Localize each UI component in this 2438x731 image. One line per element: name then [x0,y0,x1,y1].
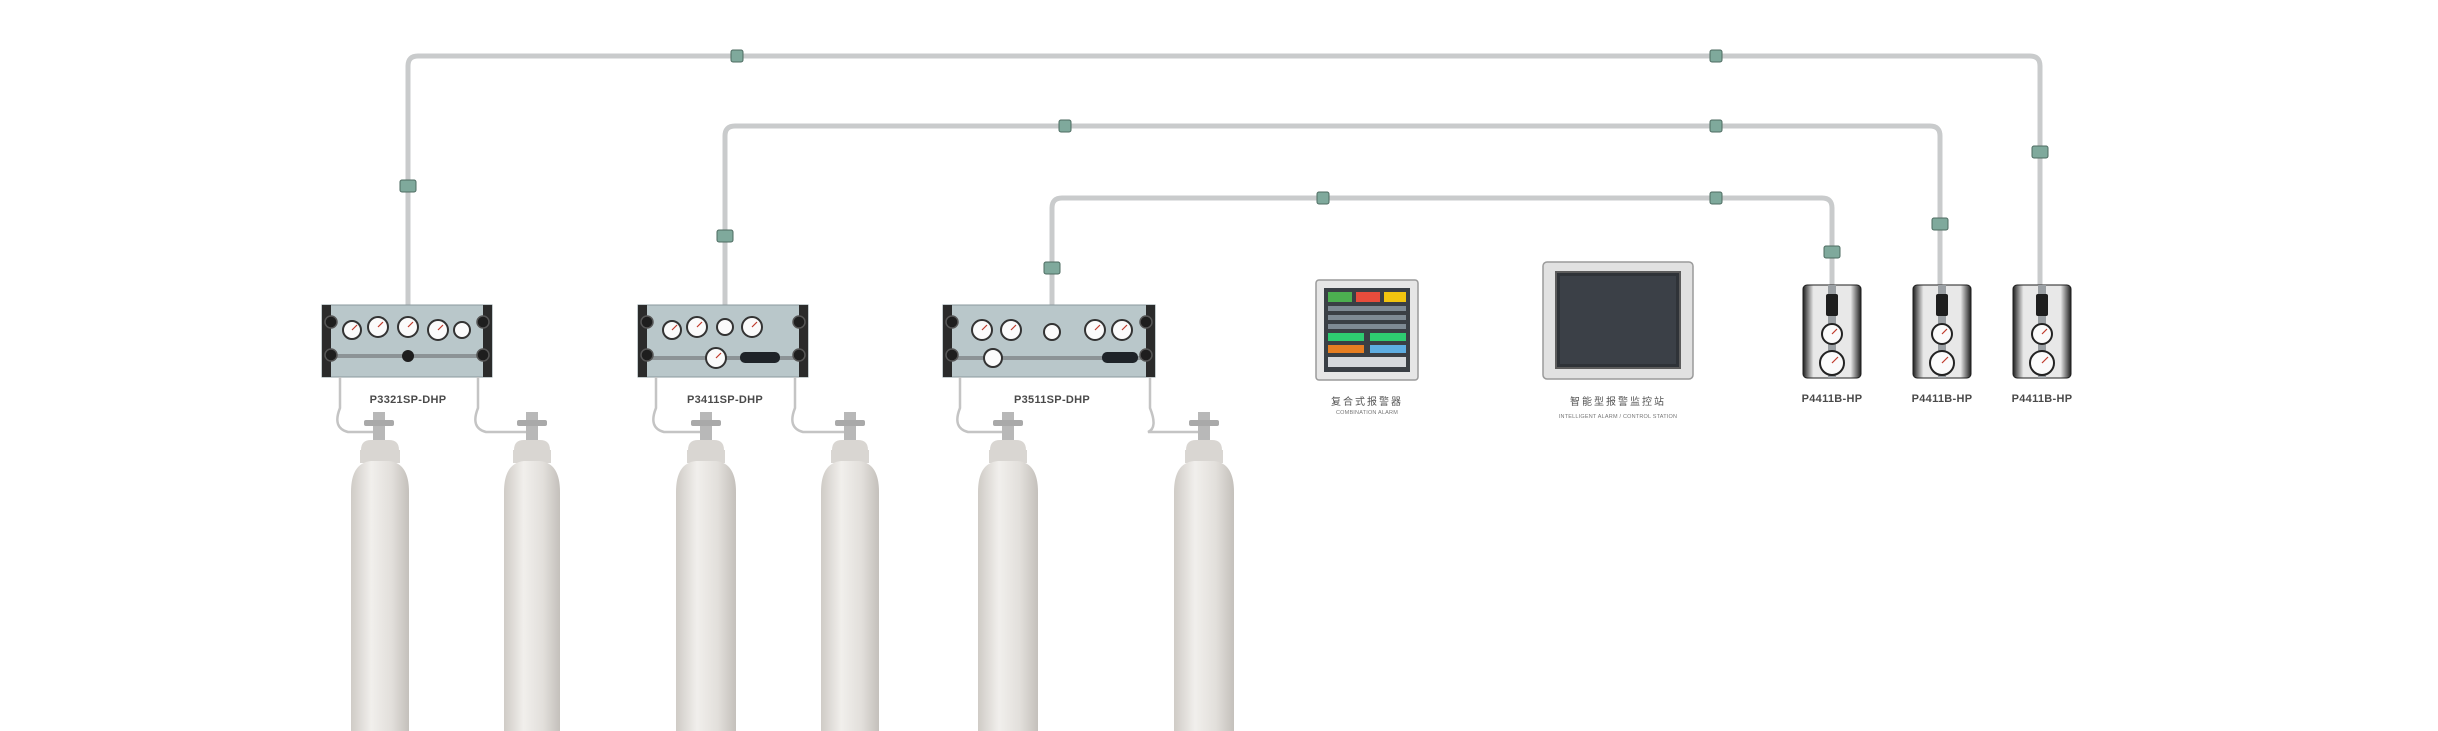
pressure-gauge-icon [2029,350,2055,376]
point-of-use-regulator-2 [1912,284,1972,379]
point-of-use-regulator-3 [2012,284,2072,379]
gas-cylinders [351,412,1234,731]
pressure-gauge-icon [1931,323,1953,345]
pipe-line-1 [405,53,2043,305]
combination-alarm-label: 复合式报警器 [1331,397,1403,408]
pressure-gauge-icon [1043,323,1061,341]
pressure-gauge-icon [397,316,419,338]
clamp [1709,49,1723,63]
combination-alarm-sublabel: COMBINATION ALARM [1336,410,1398,416]
pressure-gauge-icon [662,320,682,340]
panel-3-model-label: P3511SP-DHP [1013,394,1091,406]
gas-cylinder [504,412,560,731]
pipe-clamps [399,49,2049,275]
pressure-gauge-icon [716,318,734,336]
pipe-network [405,53,2043,305]
clamp [1316,191,1330,205]
gas-cylinder [1174,412,1234,731]
pressure-gauge-icon [741,316,763,338]
clamp [730,49,744,63]
clamp [716,229,734,243]
regulator-handle-icon [1102,352,1138,363]
control-station-sublabel: INTELLIGENT ALARM / CONTROL STATION [1558,414,1678,420]
point-1-model-label: P4411B-HP [1801,393,1863,405]
switchover-panel-1 [321,304,493,378]
clamp [1709,191,1723,205]
clamp [1823,245,1841,259]
pressure-gauge-icon [1819,350,1845,376]
pipe-line-3 [1049,195,1835,305]
switchover-panel-3 [942,304,1156,378]
pressure-gauge-icon [453,321,471,339]
gas-cylinder [351,412,409,731]
pressure-gauge-icon [983,348,1003,368]
point-3-model-label: P4411B-HP [2011,393,2073,405]
pressure-gauge-icon [1821,323,1843,345]
pressure-gauge-icon [342,320,362,340]
alarm-control-station-device [1542,261,1694,380]
pigtail-hoses [336,377,1200,434]
gas-cylinder [676,412,736,731]
control-station-label: 智能型报警监控站 [1570,397,1666,408]
clamp [1709,119,1723,133]
panel-2-model-label: P3411SP-DHP [686,394,764,406]
pressure-gauge-icon [705,347,727,369]
clamp [1058,119,1072,133]
pressure-gauge-icon [1084,319,1106,341]
pressure-gauge-icon [971,319,993,341]
clamp [1043,261,1061,275]
regulator-handle-icon [740,352,780,363]
pressure-gauge-icon [686,316,708,338]
regulator-knob-icon [402,350,414,362]
point-of-use-regulator-1 [1802,284,1862,379]
gas-cylinder [978,412,1038,731]
pressure-gauge-icon [367,316,389,338]
pressure-gauge-icon [1929,350,1955,376]
pipe-line-2 [722,123,1943,305]
pressure-gauge-icon [1111,319,1133,341]
point-2-model-label: P4411B-HP [1911,393,1973,405]
clamp [399,179,417,193]
clamp [2031,145,2049,159]
gas-cylinder [821,412,879,731]
clamp [1931,217,1949,231]
pressure-gauge-icon [427,319,449,341]
combination-alarm-device [1315,279,1419,381]
pressure-gauge-icon [2031,323,2053,345]
panel-1-model-label: P3321SP-DHP [369,394,447,406]
switchover-panel-2 [637,304,809,378]
pressure-gauge-icon [1000,319,1022,341]
